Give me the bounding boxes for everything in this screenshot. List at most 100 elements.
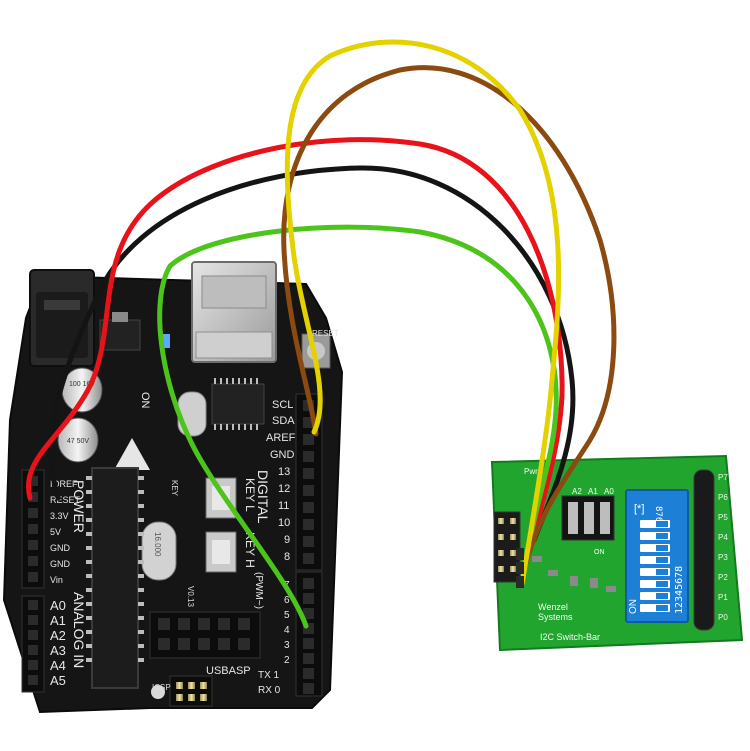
atmega-chip xyxy=(86,467,144,689)
power-header xyxy=(21,469,45,589)
main-crystal: 16.000 xyxy=(141,521,177,581)
power-led xyxy=(160,334,170,348)
reset-label: RESET xyxy=(312,329,339,338)
pin-label: P2 xyxy=(718,573,728,582)
pin-label: 12 xyxy=(278,483,290,495)
pin-label: 4 xyxy=(284,625,290,636)
pin-label: TX 1 xyxy=(258,670,280,681)
jumper-on-mark: ON xyxy=(594,549,605,556)
digital-top-pin-labels: SCL SDA AREF GND 13 12 11 10 9 8 xyxy=(266,399,296,563)
brand-line1: Wenzel xyxy=(538,602,568,612)
pin-label: GND xyxy=(270,449,295,461)
crystal-label: 16.000 xyxy=(153,532,162,557)
mounting-hole xyxy=(151,685,165,699)
brand-line2: Systems xyxy=(538,612,573,622)
capacitor: 47 50V xyxy=(57,417,99,463)
pin-label: 5V xyxy=(50,527,61,537)
key-small-label: KEY xyxy=(170,480,179,497)
power-header-label: POWER xyxy=(71,480,87,533)
pin-label: 2 xyxy=(284,655,290,666)
jumper-wires xyxy=(26,39,617,629)
pin-label: 5 xyxy=(284,610,290,621)
pin-label: A0 xyxy=(50,598,66,613)
pin-label: P6 xyxy=(718,493,728,502)
power-pin-labels: IOREF RESET 3.3V 5V GND GND Vin xyxy=(50,479,81,585)
usbasp-label: USBASP xyxy=(206,665,251,677)
crystal xyxy=(177,391,207,437)
pin-label: RESET xyxy=(50,495,81,505)
v013-label: V0.13 xyxy=(186,586,195,607)
dip-numbers: 12345678 xyxy=(674,566,685,614)
key-l-switch: KEY L xyxy=(205,477,257,519)
digital-header-lower xyxy=(295,571,323,697)
pin-label: A5 xyxy=(50,673,66,688)
wire-yellow xyxy=(284,39,562,587)
pin-label: GND xyxy=(50,543,71,553)
pin-label: A1 xyxy=(50,613,66,628)
pin-label: A3 xyxy=(50,643,66,658)
pin-label: 10 xyxy=(278,517,290,529)
dip-switch: [*] 8765 ON 12345678 xyxy=(625,489,689,623)
dip-header-label: [*] xyxy=(634,503,644,515)
wire-pin-tips xyxy=(516,548,524,588)
product-label: I2C Switch-Bar xyxy=(540,632,600,642)
dip-on-label: ON xyxy=(628,599,639,614)
analog-header-label: ANALOG IN xyxy=(71,592,87,668)
right-pin-labels: P7 P6 P5 P4 P3 P2 P1 P0 xyxy=(718,473,728,622)
analog-header xyxy=(21,595,45,693)
pin-label: A4 xyxy=(50,658,66,673)
pin-label: RX 0 xyxy=(258,685,281,696)
pin-label: 11 xyxy=(278,500,289,512)
pin-label: 8 xyxy=(284,551,290,563)
switch-bar-module: P7 P6 P5 P4 P3 P2 P1 P0 Pwr xyxy=(490,454,744,652)
pin-label: 3 xyxy=(284,640,290,651)
digital-header-label: DIGITAL xyxy=(255,470,271,524)
dc-power-jack xyxy=(29,269,95,367)
smd-components xyxy=(532,556,616,592)
module-pin-header xyxy=(493,511,521,583)
address-jumper-block: A2 A1 A0 xyxy=(561,487,615,541)
usb-serial-chip xyxy=(211,378,265,430)
pin-label: A2 xyxy=(50,628,66,643)
capacitor-label: 100 16V xyxy=(69,381,95,388)
on-label: ON xyxy=(139,392,151,409)
pin-label: P1 xyxy=(718,593,728,602)
icsp-header: ICSP xyxy=(152,675,213,707)
pin-label: IOREF xyxy=(50,479,78,489)
pin-label: GND xyxy=(50,559,71,569)
logo-icon xyxy=(114,438,150,470)
pin-label: P5 xyxy=(718,513,728,522)
dip-top-numbers: 8765 xyxy=(653,506,663,528)
pin-label: 6 xyxy=(284,595,290,606)
pwm-label: (PWM~) xyxy=(253,572,264,609)
pin-label: P4 xyxy=(718,533,728,542)
pin-label: 13 xyxy=(278,466,290,478)
icsp-label: ICSP xyxy=(152,683,171,692)
terminal-strip xyxy=(693,469,715,631)
key-h-switch: KEY H xyxy=(205,531,257,573)
addr-label: A0 xyxy=(604,487,614,496)
key-l-label: KEY L xyxy=(243,478,257,512)
pin-label: P3 xyxy=(718,553,728,562)
pwr-label: Pwr xyxy=(524,467,538,476)
arduino-board: 100 16V 47 50V ON RESET xyxy=(2,261,344,714)
usbasp-header: USBASP xyxy=(149,611,261,677)
wire-red xyxy=(26,137,565,555)
wire-brown xyxy=(281,65,617,573)
capacitor-label: 47 50V xyxy=(67,438,90,445)
pin-label: P0 xyxy=(718,613,728,622)
pin-label: 3.3V xyxy=(50,511,69,521)
pin-label: P7 xyxy=(718,473,728,482)
analog-pin-labels: A0 A1 A2 A3 A4 A5 xyxy=(50,598,66,688)
addr-label: A2 xyxy=(572,487,582,496)
pin-label: Vin xyxy=(50,575,63,585)
pin-label: SCL xyxy=(272,399,293,411)
addr-label: A1 xyxy=(588,487,598,496)
wire-black xyxy=(48,165,576,543)
pin-label: 9 xyxy=(284,534,290,546)
pin-label: AREF xyxy=(266,432,296,444)
usb-b-connector xyxy=(191,261,277,363)
pin-label: SDA xyxy=(272,415,295,427)
